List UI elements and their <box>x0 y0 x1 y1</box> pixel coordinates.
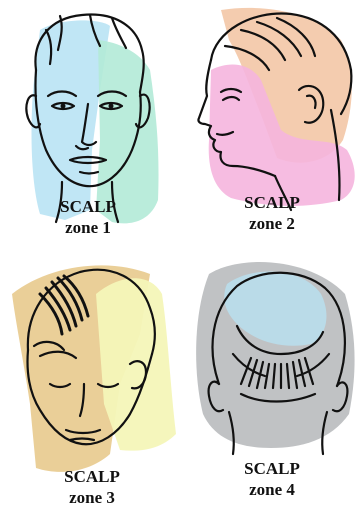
zone-2-title: SCALP <box>182 192 361 213</box>
zone-4-title: SCALP <box>182 458 361 479</box>
zone-2-subtitle: zone 2 <box>182 213 361 234</box>
zone-2-panel: SCALP zone 2 <box>181 0 361 253</box>
zone-1-title: SCALP <box>0 196 178 217</box>
zone-3-title: SCALP <box>2 466 182 487</box>
zone-1-panel: SCALP zone 1 <box>0 0 180 253</box>
zone-2-caption: SCALP zone 2 <box>182 192 361 234</box>
zone-1-subtitle: zone 1 <box>0 217 178 238</box>
zone-3-subtitle: zone 3 <box>2 487 182 508</box>
zone-4-subtitle: zone 4 <box>182 479 361 500</box>
zone-4-caption: SCALP zone 4 <box>182 458 361 500</box>
zone-1-caption: SCALP zone 1 <box>0 196 178 238</box>
zone-3-caption: SCALP zone 3 <box>2 466 182 508</box>
zone-4-panel: SCALP zone 4 <box>181 254 361 507</box>
zone-3-panel: SCALP zone 3 <box>0 254 180 507</box>
